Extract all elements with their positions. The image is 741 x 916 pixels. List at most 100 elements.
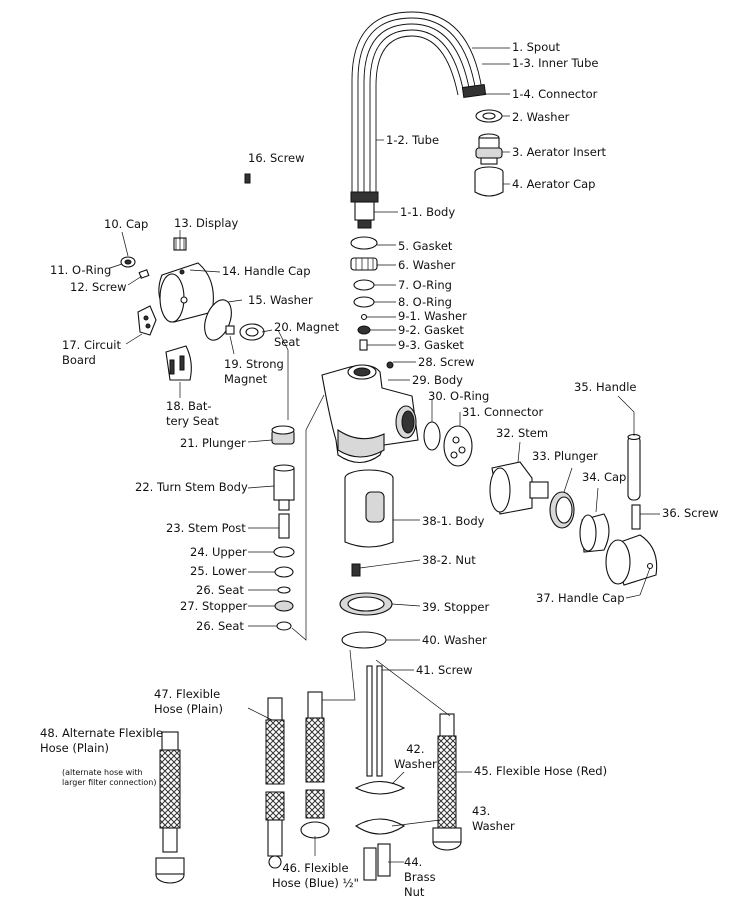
label-stem-32: 32. Stem (496, 426, 549, 440)
label-display-13: 13. Display (174, 216, 239, 230)
label-flex-hose-blue-46: 46. Flexible Hose (Blue) ½" (272, 861, 359, 890)
label-gasket-5: 5. Gasket (398, 239, 453, 253)
orings-7-8-part (353, 279, 375, 308)
screw-16-part (244, 173, 251, 184)
label-screw-28: 28. Screw (418, 355, 475, 369)
label-lower-25: 25. Lower (190, 564, 247, 578)
label-screw-41: 41. Screw (416, 663, 473, 677)
screw-36-part (631, 504, 641, 530)
label-aerator-cap: 4. Aerator Cap (512, 177, 596, 191)
label-turn-stem-body-22: 22. Turn Stem Body (135, 480, 248, 494)
turn-stem-body-22-part (273, 464, 295, 511)
label-spout: 1. Spout (512, 40, 561, 54)
stopper-39-part (339, 592, 393, 616)
label-handle-cap-37: 37. Handle Cap (536, 591, 625, 605)
label-cap-34: 34. Cap (582, 470, 627, 484)
label-washer-2: 2. Washer (512, 110, 570, 124)
handle-35-part (627, 433, 641, 501)
hose-46-part (300, 691, 330, 839)
alt-hose-48-part (155, 731, 185, 884)
spout-part (351, 11, 487, 195)
seat-stopper-part (274, 586, 294, 631)
aerator-cap-part (474, 166, 504, 197)
nut-38-2-part (351, 563, 361, 577)
label-aerator-insert: 3. Aerator Insert (512, 145, 607, 159)
label-cap-10: 10. Cap (104, 217, 149, 231)
label-oring-30: 30. O-Ring (428, 389, 490, 403)
label-stopper-27: 27. Stopper (180, 599, 248, 613)
label-washer-43: 43. Washer (472, 804, 515, 833)
label-inner-tube: 1-3. Inner Tube (512, 56, 599, 70)
spout-body-part (350, 191, 379, 229)
circuit-board-17-part (137, 305, 157, 336)
washer-6-part (350, 257, 378, 271)
leader-lines (109, 47, 660, 863)
label-oring-8: 8. O-Ring (398, 295, 452, 309)
oring-30-part (423, 421, 441, 451)
label-circuit-board-17: 17. Circuit Board (62, 338, 121, 367)
label-stopper-39: 39. Stopper (422, 600, 490, 614)
body-38-1-part (344, 469, 394, 548)
small-parts-9-part (357, 313, 371, 351)
plunger-33-part (549, 491, 575, 529)
label-oring-11: 11. O-Ring (50, 263, 112, 277)
plunger-21-part (271, 425, 295, 445)
label-screw-36: 36. Screw (662, 506, 719, 520)
label-seat-26a: 26. Seat (196, 583, 244, 597)
washer-2-part (475, 109, 503, 123)
washer-15-part (204, 299, 232, 341)
label-handle-35: 35. Handle (574, 380, 637, 394)
label-washer-9-1: 9-1. Washer (398, 309, 467, 323)
washer-40-part (341, 631, 387, 649)
stem-32-part (489, 461, 549, 515)
label-body-38-1: 38-1. Body (422, 514, 485, 528)
label-gasket-9-2: 9-2. Gasket (398, 323, 464, 337)
label-washer-40: 40. Washer (422, 633, 487, 647)
label-connector-31: 31. Connector (462, 405, 544, 419)
label-washer-42: 42. Washer (394, 742, 437, 771)
label-plunger-33: 33. Plunger (532, 449, 598, 463)
brass-nut-44-part (363, 843, 391, 881)
aerator-insert-part (475, 133, 503, 165)
label-alt-hose-48: 48. Alternate Flexible Hose (Plain) (40, 726, 163, 755)
label-nut-38-2: 38-2. Nut (422, 553, 476, 567)
cap-34-part (579, 513, 610, 553)
upper-24-part (273, 546, 295, 558)
label-gasket-9-3: 9-3. Gasket (398, 338, 464, 352)
label-plunger-21: 21. Plunger (180, 436, 246, 450)
battery-seat-18-part (165, 345, 192, 381)
hose-45-part (432, 713, 462, 851)
stem-post-23-part (278, 513, 290, 539)
label-stem-post-23: 23. Stem Post (166, 521, 246, 535)
label-seat-26b: 26. Seat (196, 619, 244, 633)
label-connector-1-4: 1-4. Connector (512, 87, 598, 101)
hose-47-part (265, 697, 285, 869)
lower-25-part (274, 566, 294, 578)
washer-43-part (354, 818, 406, 835)
label-washer-6: 6. Washer (398, 258, 456, 272)
label-screw-16: 16. Screw (248, 151, 305, 165)
screws-41-part (366, 665, 383, 777)
connector-31-part (443, 425, 473, 467)
handle-cap-37-part (605, 534, 658, 586)
label-handle-cap-14: 14. Handle Cap (222, 264, 311, 278)
label-oring-7: 7. O-Ring (398, 278, 452, 292)
label-washer-15: 15. Washer (248, 293, 313, 307)
label-magnet-seat-20: 20. Magnet Seat (274, 320, 340, 349)
label-brass-nut-44: 44. Brass Nut (404, 855, 436, 899)
label-flex-hose-red-45: 45. Flexible Hose (Red) (474, 764, 608, 778)
magnet-19-20-part (225, 323, 265, 341)
gasket-5-part (350, 236, 378, 250)
label-strong-magnet-19: 19. Strong Magnet (224, 357, 284, 386)
cap-10-oring-11-part (120, 256, 136, 268)
handle-cap-14-part (158, 262, 214, 323)
label-body-1-1: 1-1. Body (400, 205, 456, 219)
label-flex-hose-plain-47: 47. Flexible Hose (Plain) (154, 687, 224, 716)
washer-42-part (354, 780, 406, 795)
label-body-29: 29. Body (412, 373, 463, 387)
label-tube: 1-2. Tube (386, 133, 440, 147)
label-upper-24: 24. Upper (190, 545, 247, 559)
alt-hose-note: (alternate hose with larger filter conne… (62, 768, 157, 787)
main-body-29-part (321, 361, 419, 464)
